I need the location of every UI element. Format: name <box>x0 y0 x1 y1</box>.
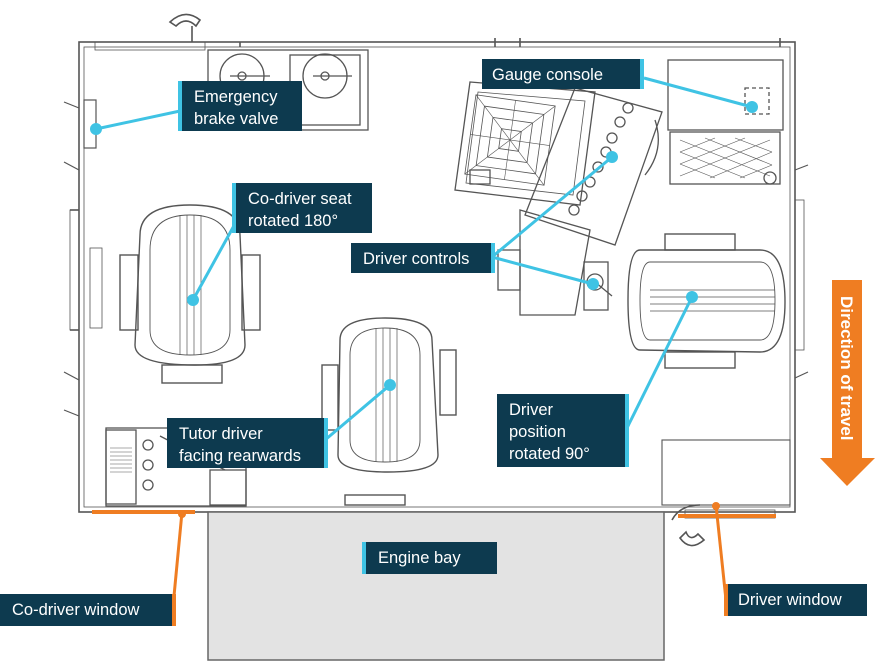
co-driver-window-text: Co-driver window <box>12 601 140 619</box>
driver-position-line3: rotated 90° <box>509 445 590 463</box>
tutor-driver-label: Tutor driver facing rearwards <box>167 418 328 468</box>
co-driver-window-leader <box>172 511 184 597</box>
co-driver-seat-line2: rotated 180° <box>248 212 339 230</box>
engine-bay-label: Engine bay <box>362 542 497 574</box>
gauge-console-label: Gauge console <box>482 59 644 89</box>
engine-bay-text: Engine bay <box>378 549 461 567</box>
emergency-brake-valve-line1: Emergency <box>194 88 278 106</box>
direction-of-travel-label: Direction of travel <box>837 296 856 441</box>
emergency-brake-valve-label: Emergency brake valve <box>178 81 302 131</box>
driver-position-label: Driver position rotated 90° <box>497 394 629 467</box>
driver-seat-drawing <box>627 233 786 369</box>
emergency-brake-valve-line2: brake valve <box>194 110 279 128</box>
driver-position-line2: position <box>509 423 566 441</box>
cyan-leader-lines <box>95 76 753 442</box>
tutor-seat-drawing <box>321 317 457 506</box>
driver-window-dot <box>712 502 720 510</box>
co-driver-seat-line1: Co-driver seat <box>248 190 352 208</box>
engine-bay-area <box>207 511 665 661</box>
tutor-driver-line1: Tutor driver <box>179 425 263 443</box>
direction-arrow <box>820 280 875 486</box>
co-driver-window-dot <box>178 510 186 518</box>
wall-brackets <box>63 99 809 417</box>
gauge-console-drawing <box>454 81 663 246</box>
tutor-driver-line2: facing rearwards <box>179 447 301 465</box>
driver-position-line1: Driver <box>509 401 553 419</box>
side-panel-bottom-right <box>661 439 791 506</box>
cyan-leader-dots <box>90 101 758 391</box>
driver-window-text: Driver window <box>738 591 842 609</box>
co-driver-window-label: Co-driver window <box>0 594 176 626</box>
driver-controls-label: Driver controls <box>351 243 495 273</box>
door-handle-top-left <box>94 13 206 51</box>
driver-window-label: Driver window <box>724 584 867 616</box>
cabinet-top-right <box>667 59 784 185</box>
co-driver-seat-label: Co-driver seat rotated 180° <box>232 183 372 233</box>
gauge-console-text: Gauge console <box>492 66 603 84</box>
driver-controls-text: Driver controls <box>363 250 470 268</box>
door-handle-bottom-right <box>671 504 776 547</box>
